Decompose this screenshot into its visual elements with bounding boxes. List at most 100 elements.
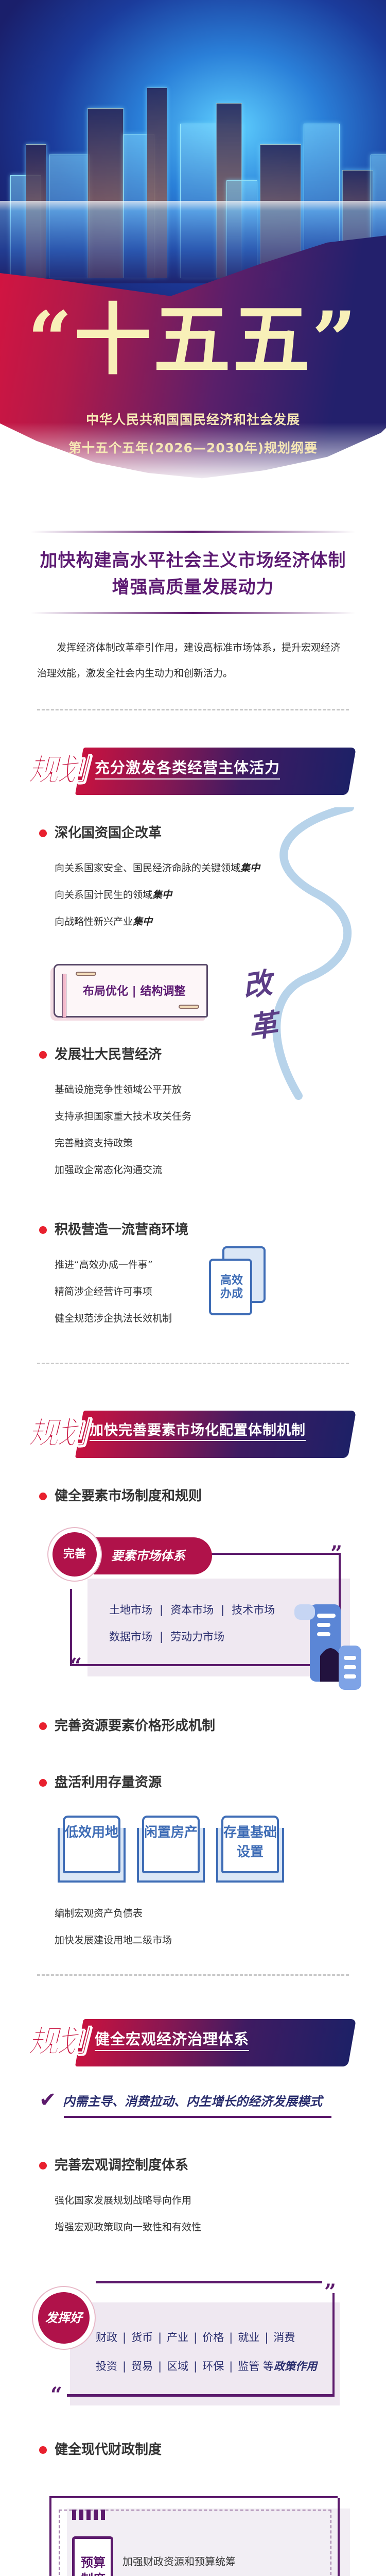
fiscal-row-text: 加强财政资源和预算统筹 深化零基预算改革 [122, 2551, 236, 2576]
market-item: 劳动力市场 [170, 1631, 225, 1643]
business-env-block: 推进“高效办成一件事” 精简涉企经营许可事项 健全规范涉企执法长效机制 高效办成 [37, 1246, 349, 1332]
line-item: 编制宏观资产负债表 [55, 1908, 143, 1919]
document-scroll-icon [294, 1604, 361, 1690]
dashed-divider [37, 1974, 349, 1976]
line-item: 基础设施竞争性领域公平开放 [55, 1084, 182, 1095]
divider-line [31, 531, 355, 533]
box-bottom-line [67, 2394, 335, 2397]
separator: | [265, 2331, 269, 2344]
book-page [221, 1816, 279, 1873]
separator: | [122, 2331, 127, 2344]
separator: | [160, 1604, 164, 1616]
separator: | [229, 2331, 233, 2344]
market-item: 土地市场 [109, 1604, 152, 1616]
line-item: 向关系国计民生的领域集中 [55, 882, 349, 908]
line-text: 向关系国计民生的领域 [55, 889, 153, 901]
market-row-2: 数据市场 | 劳动力市场 [109, 1623, 275, 1650]
section-title-1: 充分激发各类经营主体活力 [95, 756, 280, 779]
bullet-dot [39, 1493, 47, 1500]
bullet-dot [39, 1226, 47, 1234]
line-item: 强化国家发展规划战略导向作用 [55, 2195, 192, 2206]
policy-item: 消费 [273, 2331, 295, 2344]
fiscal-section: 健全现代财政制度 [0, 2439, 386, 2460]
line-text: 向战略性新兴产业 [55, 916, 133, 927]
bullet-dot [39, 1051, 47, 1059]
line-item: 精简涉企经营许可事项 [55, 1286, 153, 1297]
soe-lines: 向关系国家安全、国民经济命脉的关键领域集中 向关系国计民生的领域集中 向战略性新… [37, 855, 349, 935]
policy-row-2: 投资|贸易|区域|环保|监管 等政策作用 [96, 2352, 317, 2381]
policy-item: 投资 [96, 2360, 117, 2372]
document-icon-label: 高效办成 [220, 1274, 243, 1300]
line-emphasis: 集中 [240, 862, 260, 874]
section-title-2: 加快完善要素市场化配置体制机制 [90, 1419, 306, 1441]
heading-text: 深化国资国企改革 [55, 825, 162, 841]
section-3-content: 完善宏观调控制度体系 强化国家发展规划战略导向作用 增强宏观政策取向一致性和有效… [0, 2155, 386, 2241]
line-item: 深化零基预算改革 [122, 2572, 236, 2576]
separator: | [229, 2360, 233, 2372]
headline-block: 加快构建高水平社会主义市场经济体制 增强高质量发展动力 [0, 531, 386, 614]
bullet-heading-business-env: 积极营造一流营商环境 [37, 1219, 349, 1240]
dashed-divider [37, 709, 349, 710]
document-icon: 高效办成 [209, 1259, 252, 1315]
bullet-heading-stock: 盘活利用存量资源 [37, 1772, 349, 1793]
section-title-3: 健全宏观经济治理体系 [95, 2027, 250, 2051]
policy-suffix: 等 [263, 2360, 274, 2372]
market-item: 技术市场 [232, 1604, 275, 1616]
ribbon-decoration [272, 807, 354, 1100]
bullet-heading-rules: 健全要素市场制度和规则 [37, 1486, 349, 1506]
section-banner-3: 规划 健全宏观经济治理体系 [28, 2016, 357, 2067]
private-lines: 基础设施竞争性领域公平开放 支持承担国家重大技术攻关任务 完善融资支持政策 加强… [37, 1076, 349, 1183]
policy-item: 环保 [202, 2360, 224, 2372]
bullet-dot [39, 1779, 47, 1787]
checkmark-icon: ✔ [39, 2088, 57, 2112]
business-env-lines: 推进“高效办成一件事” 精简涉企经营许可事项 健全规范涉企执法长效机制 [37, 1251, 349, 1332]
development-model-text: 内需主导、消费拉动、内生增长的经济发展模式 [63, 2094, 322, 2109]
policy-item: 价格 [202, 2331, 224, 2344]
policy-item: 财政 [96, 2331, 117, 2344]
market-list: 土地市场|资本市场|技术市场 数据市场|劳动力市场 [109, 1597, 275, 1650]
banner-tag: 规划 [28, 2024, 88, 2060]
open-quote-icon: “ [50, 2383, 63, 2407]
bullet-heading-private: 发展壮大民营经济 [37, 1044, 349, 1065]
hero-title: “十五五” [27, 295, 359, 385]
book-label: 低效用地 [65, 1825, 119, 1840]
badge-circle: 完善 [52, 1532, 97, 1577]
heading-text: 积极营造一流营商环境 [55, 1222, 189, 1238]
book-icon: 存量基础设置 [216, 1816, 284, 1886]
policy-item: 区域 [167, 2360, 189, 2372]
separator: | [194, 2331, 198, 2344]
close-quote-icon: ” [324, 2280, 337, 2304]
macro-lines: 强化国家发展规划战略导向作用 增强宏观政策取向一致性和有效性 [37, 2187, 349, 2241]
dashed-divider [37, 1363, 349, 1364]
heading-text: 健全现代财政制度 [55, 2442, 162, 2458]
heading-text: 盘活利用存量资源 [55, 1775, 162, 1790]
bullet-dot [39, 1722, 47, 1730]
separator: | [158, 2331, 162, 2344]
divider-line [31, 612, 355, 614]
box-frame-left [70, 1589, 72, 1666]
section-1-content: 深化国资国企改革 向关系国家安全、国民经济命脉的关键领域集中 向关系国计民生的领… [0, 807, 386, 1332]
pill-decoration [179, 1005, 199, 1009]
policy-emphasis: 政策作用 [274, 2360, 317, 2372]
box-inner-dashed [59, 2510, 331, 2576]
separator: | [160, 1631, 164, 1643]
headline-line1: 加快构建高水平社会主义市场经济体制 [40, 550, 346, 571]
line-item: 完善融资支持政策 [55, 1138, 133, 1149]
fiscal-box: 预算制度 加强财政资源和预算统筹 深化零基预算改革 支出结构 国家重大战略任务和… [49, 2496, 350, 2576]
stock-lines: 编制宏观资产负债表 加快发展建设用地二级市场 [37, 1900, 349, 1954]
book-icon: 闲置房产 [137, 1816, 205, 1886]
hero-subtitle-line2: 第十五个五年(2026—2030年)规划纲要 [68, 440, 318, 455]
open-quote-icon: “ [70, 1654, 82, 1678]
pencil-icon [62, 974, 66, 1018]
line-text: 向关系国家安全、国民经济命脉的关键领域 [55, 862, 241, 874]
bullet-dot [39, 2446, 47, 2454]
separator: | [158, 2360, 162, 2372]
box-title-pill: 要素市场体系 [94, 1537, 212, 1574]
hero-subtitle-line1: 中华人民共和国国民经济和社会发展 [85, 412, 300, 427]
heading-text: 发展壮大民营经济 [55, 1047, 162, 1062]
market-item: 数据市场 [109, 1631, 152, 1643]
factor-market-box: 要素市场体系 完善 ” “ 土地市场|资本市场|技术市场 数据市场|劳动力市场 [52, 1527, 361, 1692]
section-2-content: 健全要素市场制度和规则 要素市场体系 完善 ” “ 土地市场|资本市场|技术市场… [0, 1486, 386, 1954]
box-right-line [332, 2293, 335, 2394]
